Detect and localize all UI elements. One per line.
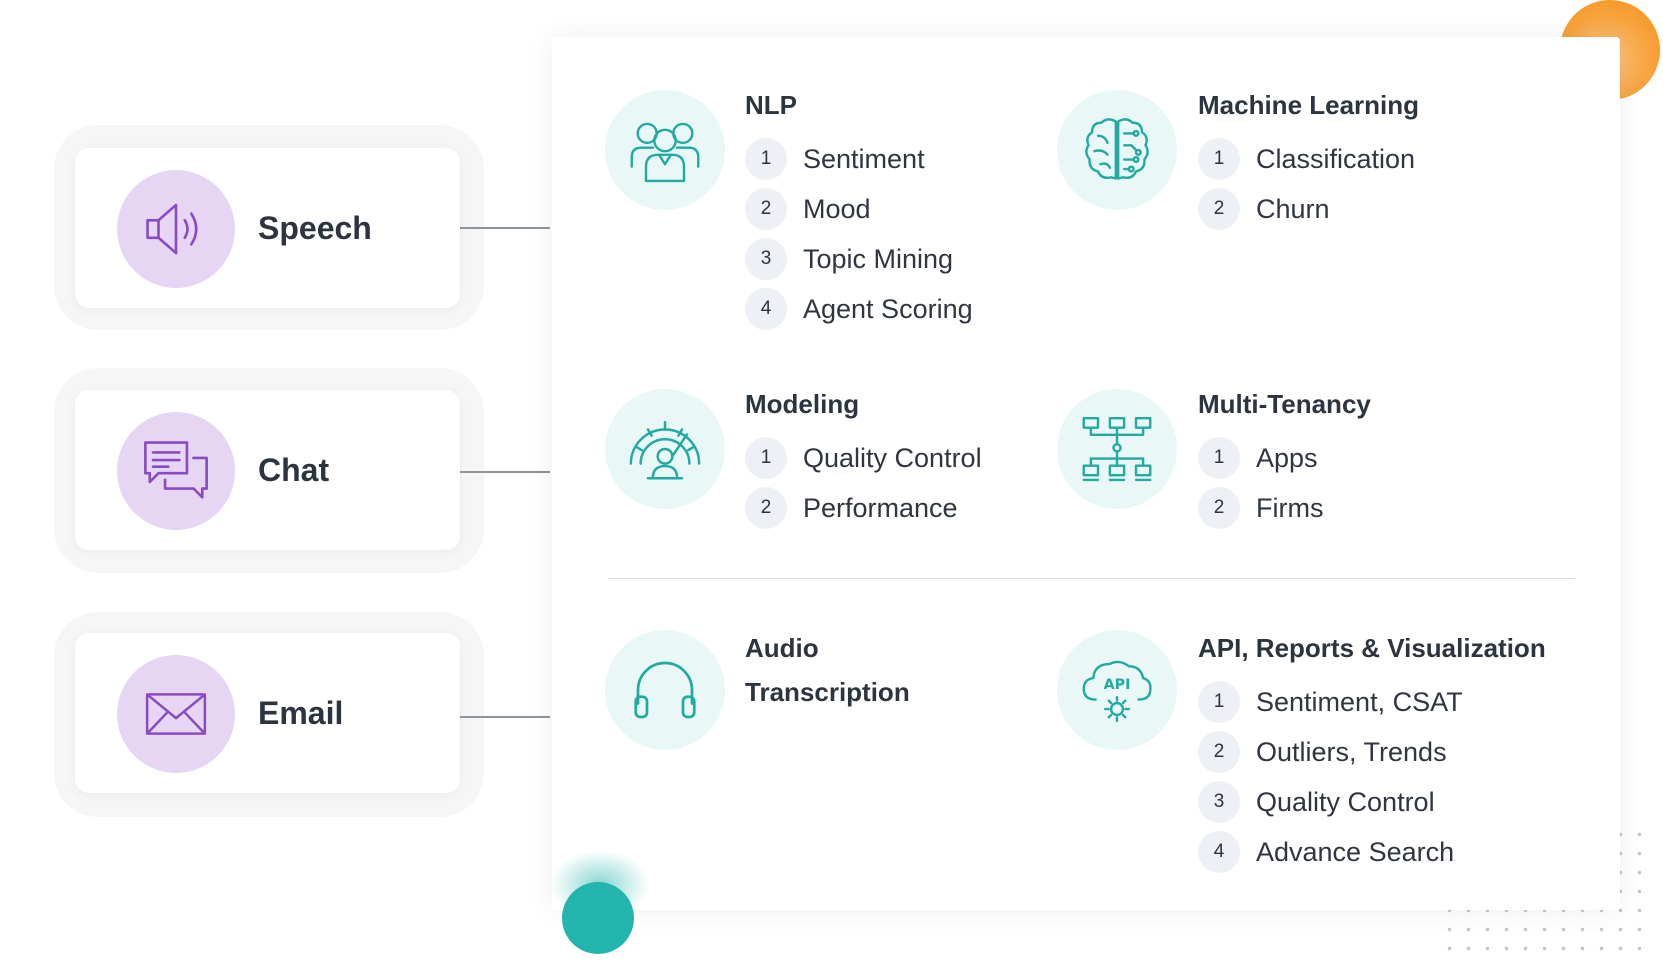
- item-text: Apps: [1256, 442, 1318, 473]
- item-text: Topic Mining: [803, 243, 954, 274]
- list-item: 2 Mood: [745, 184, 973, 234]
- decorative-teal-circle: [562, 882, 634, 954]
- source-label-speech: Speech: [258, 209, 372, 246]
- feature-list-modeling: 1 Quality Control 2 Performance: [745, 433, 982, 533]
- feature-title-multi-tenancy: Multi-Tenancy: [1198, 389, 1371, 419]
- item-text: Mood: [803, 193, 871, 224]
- item-number: 1: [1198, 681, 1240, 723]
- list-item: 3 Quality Control: [1198, 777, 1463, 827]
- source-card-email[interactable]: Email: [75, 633, 460, 793]
- gauge-person-icon: [605, 389, 725, 509]
- list-item: 1 Classification: [1198, 134, 1415, 184]
- connector-email: [460, 716, 550, 718]
- item-text: Quality Control: [1256, 786, 1435, 817]
- connector-chat: [460, 471, 550, 473]
- feature-list-multi-tenancy: 1 Apps 2 Firms: [1198, 433, 1323, 533]
- list-item: 2 Firms: [1198, 483, 1323, 533]
- item-text: Classification: [1256, 143, 1416, 174]
- feature-title-modeling: Modeling: [745, 389, 860, 419]
- feature-title-audio-transcription: Audio Transcription: [745, 626, 910, 714]
- list-item: 3 Topic Mining: [745, 234, 973, 284]
- item-text: Agent Scoring: [803, 293, 973, 324]
- chat-bubbles-icon: [117, 412, 235, 530]
- item-number: 3: [745, 238, 787, 280]
- item-number: 2: [745, 487, 787, 529]
- feature-list-api-reports: 1 Sentiment, CSAT 2 Outliers, Trends 3 Qual…: [1198, 677, 1463, 877]
- list-item: 2 Outliers, Trends: [1198, 727, 1463, 777]
- source-label-chat: Chat: [258, 451, 330, 488]
- item-text: Churn: [1256, 193, 1330, 224]
- connector-speech: [460, 227, 550, 229]
- item-text: Firms: [1256, 492, 1324, 523]
- item-number: 2: [1198, 188, 1240, 230]
- people-icon: [605, 90, 725, 210]
- api-cloud-gear-icon: API: [1057, 630, 1177, 750]
- item-text: Quality Control: [803, 442, 982, 473]
- item-number: 1: [745, 138, 787, 180]
- item-text: Outliers, Trends: [1256, 736, 1447, 767]
- source-card-speech[interactable]: Speech: [75, 148, 460, 308]
- feature-title-line: Transcription: [745, 677, 910, 707]
- headphones-icon: [605, 630, 725, 750]
- list-item: 1 Sentiment, CSAT: [1198, 677, 1463, 727]
- source-label-email: Email: [258, 694, 344, 731]
- item-number: 2: [1198, 487, 1240, 529]
- list-item: 4 Agent Scoring: [745, 284, 973, 334]
- item-number: 1: [745, 437, 787, 479]
- item-text: Performance: [803, 492, 958, 523]
- item-number: 1: [1198, 138, 1240, 180]
- speaker-icon: [117, 170, 235, 288]
- list-item: 1 Sentiment: [745, 134, 973, 184]
- feature-title-api-reports: API, Reports & Visualization: [1198, 633, 1546, 663]
- list-item: 2 Churn: [1198, 184, 1415, 234]
- item-number: 3: [1198, 781, 1240, 823]
- list-item: 2 Performance: [745, 483, 982, 533]
- feature-list-machine-learning: 1 Classification 2 Churn: [1198, 134, 1415, 234]
- feature-title-machine-learning: Machine Learning: [1198, 90, 1420, 120]
- network-hierarchy-icon: [1057, 389, 1177, 509]
- envelope-icon: [117, 655, 235, 773]
- source-card-chat[interactable]: Chat: [75, 390, 460, 550]
- item-number: 2: [745, 188, 787, 230]
- section-divider: [608, 578, 1575, 579]
- item-number: 2: [1198, 731, 1240, 773]
- item-number: 4: [745, 288, 787, 330]
- list-item: 1 Quality Control: [745, 433, 982, 483]
- feature-title-nlp: NLP: [745, 90, 797, 120]
- item-number: 1: [1198, 437, 1240, 479]
- api-icon-text: API: [1104, 677, 1131, 693]
- list-item: 1 Apps: [1198, 433, 1323, 483]
- item-number: 4: [1198, 831, 1240, 873]
- list-item: 4 Advance Search: [1198, 827, 1463, 877]
- item-text: Sentiment: [803, 143, 925, 174]
- item-text: Sentiment, CSAT: [1256, 686, 1463, 717]
- item-text: Advance Search: [1256, 836, 1455, 867]
- feature-title-line: Audio: [745, 633, 819, 663]
- brain-circuit-icon: [1057, 90, 1177, 210]
- feature-list-nlp: 1 Sentiment 2 Mood 3 Topic Mining 4 Agent Sc…: [745, 134, 973, 334]
